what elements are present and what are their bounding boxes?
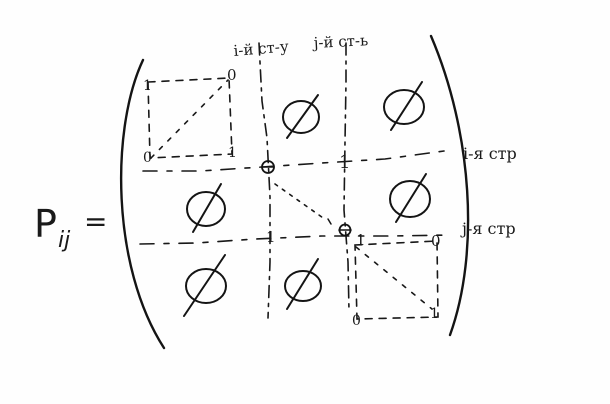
matrix-name-p-ij: P ij = [34,202,107,253]
bottom-right-one: 1 [430,306,439,322]
bottom-right-zero-bottom: 0 [352,313,361,329]
horizontal-guide-i [142,150,445,172]
top-left-block-diagonal [150,79,229,159]
right-label-i-row: i-я стр [463,144,517,163]
lhs-subscript: ij [58,228,71,253]
center-one-upper: 1 [339,152,350,173]
left-parenthesis [119,58,166,350]
crossing-anti-diagonal [274,183,327,221]
empty-set-top-right [383,81,425,131]
top-left-identity-block: 1 1 0 0 [143,66,237,166]
equals-sign: = [84,205,107,238]
horizontal-guide-j [139,234,451,245]
top-label-j-column: j-й ст-ь [311,31,368,52]
top-left-zero-top: 0 [227,66,237,84]
top-label-i-column: i-й ст-у [233,37,290,60]
bottom-right-block-border [354,240,439,320]
empty-set-top-middle [282,94,320,139]
empty-set-bottom-left [183,254,227,317]
right-label-j-row: j-я стр [460,219,516,238]
bottom-right-identity-block: 0 0 1 [352,232,441,329]
matrix-dashed-guides [139,42,451,319]
vertical-guide-j [343,42,350,312]
bottom-right-block-diagonal [355,246,433,310]
top-left-one-left: 1 [143,78,152,94]
center-one-left: 1 [266,228,276,246]
crossing-anti-diagonal-end [327,218,332,225]
central-crossings: 1 1 1 [261,152,366,249]
empty-set-middle-left [186,183,226,233]
top-left-block-border [147,77,233,159]
empty-set-blocks [183,81,431,317]
center-one-right: 1 [356,231,366,249]
empty-set-middle-right [389,173,431,223]
bottom-right-zero-top: 0 [431,232,441,250]
vertical-guide-i [258,42,271,319]
empty-set-bottom-middle [284,258,322,310]
top-left-one-bottom: 1 [228,145,237,161]
top-left-zero-bottom: 0 [143,150,152,166]
lhs-symbol: P [34,202,57,246]
right-parenthesis [429,34,470,337]
